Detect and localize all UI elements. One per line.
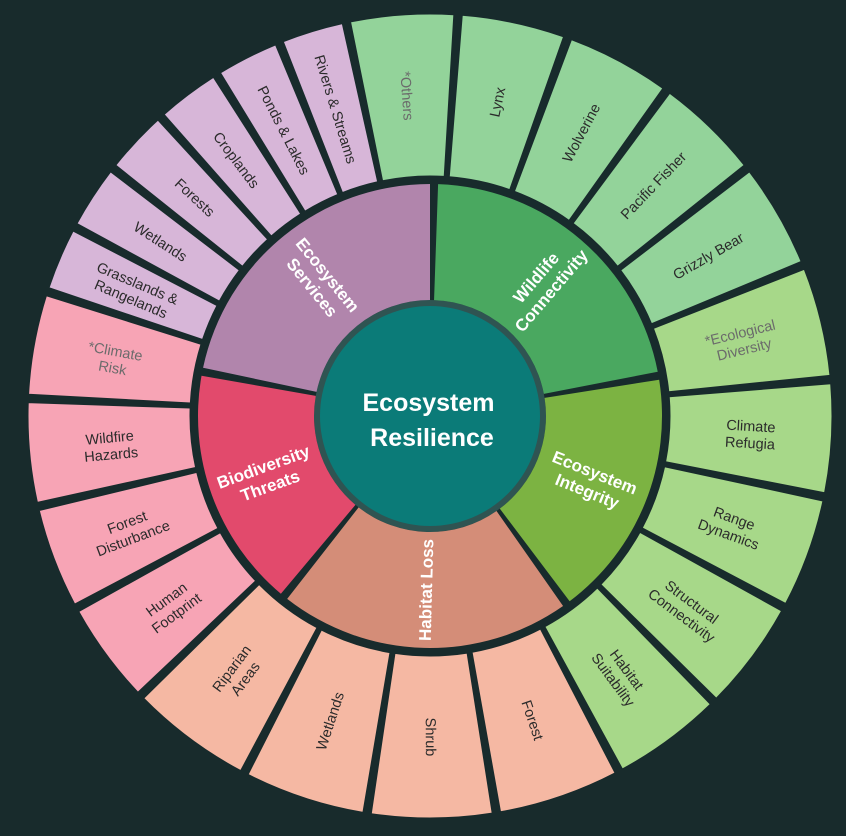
tile-threats-3[interactable] (28, 295, 202, 404)
center-circle (320, 306, 540, 526)
tile-integrity-1-label-line: Refugia (725, 435, 777, 454)
tile-wildlife-0-label-line: *Others (396, 71, 415, 121)
tile-threats-1[interactable] (38, 471, 219, 605)
center-label-line-1: Ecosystem (363, 389, 495, 417)
tile-wildlife-0[interactable] (350, 13, 455, 182)
tile-wildlife-1-label: Lynx (487, 85, 509, 118)
tile-services-5[interactable] (282, 23, 379, 194)
tile-services-2[interactable] (115, 119, 269, 267)
tile-threats-2-label-line: Wildfire (85, 428, 135, 448)
center-label: Ecosystem Resilience (363, 389, 502, 452)
tile-wildlife-2[interactable] (513, 39, 664, 221)
tile-habitat-1-label-line: Shrub (422, 718, 438, 757)
category-sector-integrity[interactable] (499, 379, 662, 602)
tile-services-3[interactable] (163, 76, 302, 237)
tile-integrity-2[interactable] (641, 466, 824, 604)
tile-services-1[interactable] (76, 171, 240, 302)
tile-habitat-3[interactable] (143, 584, 318, 772)
tile-services-0[interactable] (48, 230, 218, 340)
tile-threats-0[interactable] (78, 532, 257, 693)
tile-habitat-0[interactable] (471, 628, 616, 813)
tile-threats-2-label-line: Hazards (84, 445, 139, 466)
tile-threats-2[interactable] (27, 402, 197, 503)
tile-wildlife-1[interactable] (448, 14, 565, 191)
category-habitat-label-line: Habitat Loss (416, 539, 438, 641)
tile-integrity-4[interactable] (544, 587, 711, 770)
center-label-line-2: Resilience (370, 424, 494, 452)
tile-wildlife-3[interactable] (572, 92, 745, 267)
tile-wildlife-4[interactable] (620, 171, 802, 325)
tile-habitat-2[interactable] (247, 629, 391, 813)
tile-threats-2-label: WildfireHazards (82, 428, 139, 466)
category-sector-habitat[interactable] (287, 507, 564, 648)
tile-habitat-1[interactable] (370, 652, 493, 819)
tile-wildlife-1-label-line: Lynx (487, 85, 509, 118)
tile-habitat-1-label: Shrub (422, 718, 438, 757)
tile-integrity-1-label: ClimateRefugia (725, 418, 778, 454)
tile-services-4[interactable] (220, 44, 339, 212)
tile-integrity-1-label-line: Climate (726, 418, 776, 437)
tile-threats-3-label-line: Risk (97, 358, 128, 379)
category-sector-wildlife[interactable] (434, 184, 658, 394)
tile-integrity-1[interactable] (665, 383, 833, 494)
tile-integrity-0[interactable] (652, 268, 831, 393)
category-habitat-label: Habitat Loss (416, 539, 438, 641)
category-sector-threats[interactable] (197, 375, 356, 594)
tile-integrity-3[interactable] (600, 531, 783, 699)
tile-wildlife-0-label: *Others (396, 71, 415, 121)
inner-ring: WildlifeConnectivityEcosystemIntegrityHa… (197, 184, 662, 648)
category-sector-services[interactable] (203, 184, 430, 392)
